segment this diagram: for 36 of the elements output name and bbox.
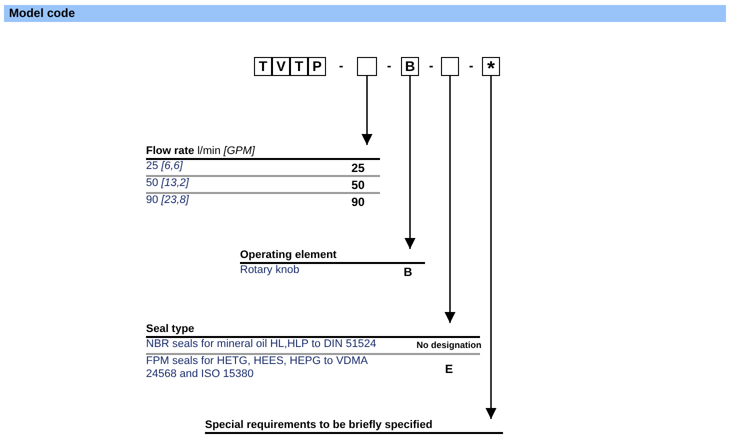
option-description: NBR seals for mineral oil HL,HLP to DIN 51524: [146, 338, 378, 351]
option-description: 50 [13,2]: [146, 177, 190, 190]
option-description: Rotary knob: [240, 264, 300, 277]
option-code: 90: [350, 194, 366, 208]
option-code: B: [402, 264, 414, 278]
arrow: [486, 76, 496, 419]
table-heading: Seal type: [146, 323, 196, 336]
option-description: FPM seals for HETG, HEES, HEPG to VDMA 24568 and ISO 15380: [146, 355, 369, 381]
separator-dash: -: [339, 58, 344, 73]
empty-code-box: [441, 57, 459, 76]
code-letter-box: P: [308, 57, 326, 76]
code-letter-box: T: [254, 57, 272, 76]
code-letter-box: B: [401, 57, 419, 76]
option-description: 25 [6,6]: [146, 160, 184, 173]
option-table: [146, 145, 380, 209]
heading-band: [205, 419, 503, 434]
separator-dash: -: [387, 58, 392, 73]
code-letter-box: *: [482, 57, 500, 76]
code-letter-box: V: [272, 57, 290, 76]
arrow: [404, 76, 416, 249]
option-code: 50: [350, 178, 366, 192]
separator-dash: -: [429, 58, 434, 73]
option-code: 25: [350, 160, 366, 174]
option-table: [240, 249, 425, 279]
arrow: [362, 76, 372, 145]
arrow: [444, 76, 456, 323]
option-code: E: [444, 362, 454, 376]
table-heading: Flow rate l/min [GPM]: [146, 145, 256, 158]
title: Model code: [9, 6, 76, 21]
option-code: No designation: [416, 340, 482, 350]
table-heading: Special requirements to be briefly specified: [205, 419, 434, 432]
option-description: 90 [23,8]: [146, 194, 190, 207]
table-heading: Operating element: [240, 249, 338, 262]
empty-code-box: [357, 57, 377, 76]
separator-dash: -: [469, 58, 474, 73]
code-letter-box: T: [290, 57, 308, 76]
